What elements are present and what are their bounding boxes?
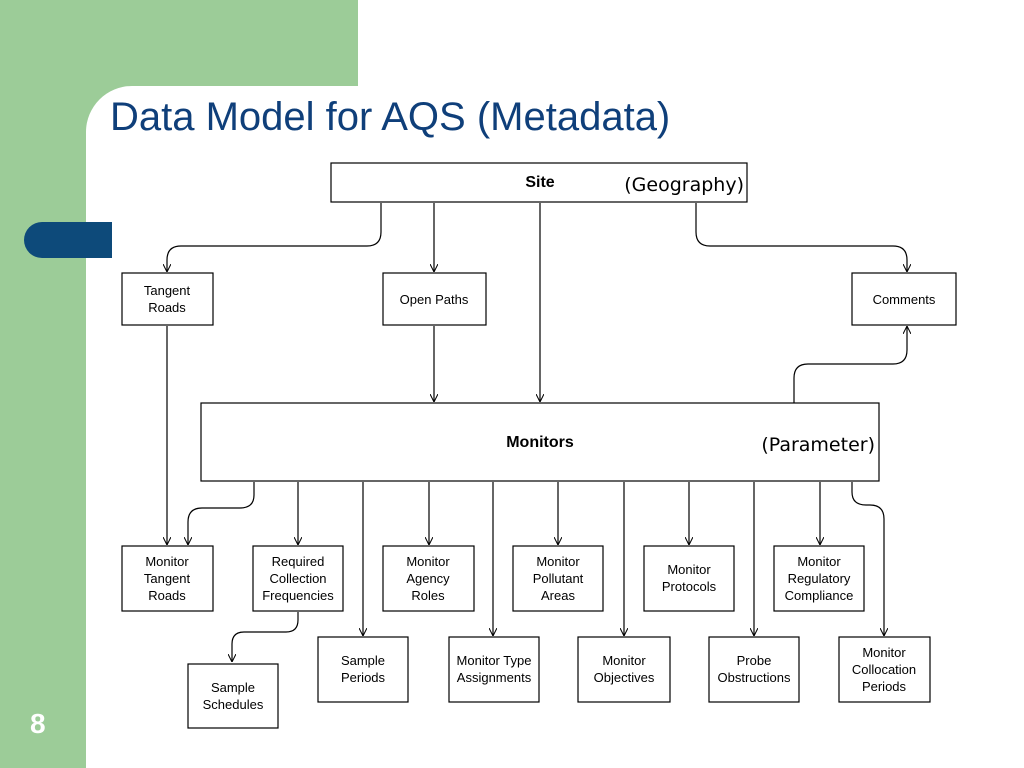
sample-periods-line-2: Periods <box>341 670 386 685</box>
edge-required-collection-frequencies-to-sample-schedules <box>232 612 299 662</box>
monitor-agency-roles-line-3: Roles <box>411 588 445 603</box>
monitor-collocation-periods-line-2: Collocation <box>852 662 916 677</box>
edge-site-to-comments <box>695 203 907 272</box>
node-open-paths: Open Paths <box>382 272 487 326</box>
node-sample-schedules: Sample Schedules <box>187 663 279 729</box>
node-sample-periods: Sample Periods <box>317 636 409 703</box>
slide-title: Data Model for AQS (Metadata) <box>110 95 671 139</box>
monitor-collocation-periods-line-3: Periods <box>862 679 907 694</box>
site-label: Site <box>525 174 554 191</box>
node-monitor-agency-roles: Monitor Agency Roles <box>382 545 475 612</box>
open-paths-label: Open Paths <box>400 292 469 307</box>
sample-schedules-line-2: Schedules <box>203 697 264 712</box>
monitor-tangent-roads-line-3: Roads <box>148 588 186 603</box>
monitor-agency-roles-line-1: Monitor <box>406 554 450 569</box>
comments-label: Comments <box>873 292 936 307</box>
node-comments: Comments <box>851 272 957 326</box>
tangent-roads-line-2: Roads <box>148 300 186 315</box>
edge-monitors-to-comments <box>793 326 907 403</box>
monitor-objectives-line-1: Monitor <box>602 653 646 668</box>
tangent-roads-line-1: Tangent <box>144 283 191 298</box>
node-monitors: Monitors (Parameter) <box>200 402 880 482</box>
node-monitor-objectives: Monitor Objectives <box>577 636 671 703</box>
sample-periods-line-1: Sample <box>341 653 385 668</box>
node-monitor-collocation-periods: Monitor Collocation Periods <box>838 636 931 703</box>
monitor-objectives-line-2: Objectives <box>594 670 655 685</box>
edge-site-to-tangent-roads <box>167 203 382 272</box>
node-required-collection-frequencies: Required Collection Frequencies <box>252 545 344 612</box>
sample-schedules-line-1: Sample <box>211 680 255 695</box>
monitor-collocation-periods-line-1: Monitor <box>862 645 906 660</box>
monitor-pollutant-areas-line-1: Monitor <box>536 554 580 569</box>
edge-monitors-to-monitor-tangent-roads <box>188 482 255 545</box>
node-tangent-roads: Tangent Roads <box>121 272 214 326</box>
node-site: Site (Geography) <box>330 162 748 203</box>
probe-obstructions-line-1: Probe <box>737 653 772 668</box>
monitor-tangent-roads-line-1: Monitor <box>145 554 189 569</box>
monitors-annotation: (Parameter) <box>761 434 875 456</box>
node-monitor-regulatory-compliance: Monitor Regulatory Compliance <box>773 545 865 612</box>
monitor-agency-roles-line-2: Agency <box>406 571 450 586</box>
monitor-protocols-line-1: Monitor <box>667 562 711 577</box>
node-monitor-tangent-roads: Monitor Tangent Roads <box>121 545 214 612</box>
monitor-tangent-roads-line-2: Tangent <box>144 571 191 586</box>
monitor-regulatory-compliance-line-2: Regulatory <box>788 571 851 586</box>
node-monitor-type-assignments: Monitor Type Assignments <box>448 636 540 703</box>
diagram-edges <box>167 203 907 662</box>
monitor-pollutant-areas-line-2: Pollutant <box>533 571 584 586</box>
page-number: 8 <box>30 708 46 739</box>
site-annotation: (Geography) <box>624 174 744 196</box>
monitor-protocols-line-2: Protocols <box>662 579 717 594</box>
node-monitor-pollutant-areas: Monitor Pollutant Areas <box>512 545 604 612</box>
node-monitor-protocols: Monitor Protocols <box>643 545 735 612</box>
monitor-regulatory-compliance-line-3: Compliance <box>785 588 854 603</box>
required-collection-frequencies-line-2: Collection <box>269 571 326 586</box>
required-collection-frequencies-line-3: Frequencies <box>262 588 334 603</box>
required-collection-frequencies-line-1: Required <box>272 554 325 569</box>
edge-monitors-to-monitor-collocation-periods <box>851 482 884 636</box>
monitor-regulatory-compliance-line-1: Monitor <box>797 554 841 569</box>
node-probe-obstructions: Probe Obstructions <box>708 636 800 703</box>
probe-obstructions-line-2: Obstructions <box>718 670 791 685</box>
monitor-pollutant-areas-line-3: Areas <box>541 588 575 603</box>
monitor-type-assignments-line-1: Monitor Type <box>457 653 532 668</box>
monitor-type-assignments-line-2: Assignments <box>457 670 532 685</box>
decorative-tab <box>24 222 112 258</box>
monitors-label: Monitors <box>506 434 574 451</box>
slide-header-band <box>358 0 1024 100</box>
